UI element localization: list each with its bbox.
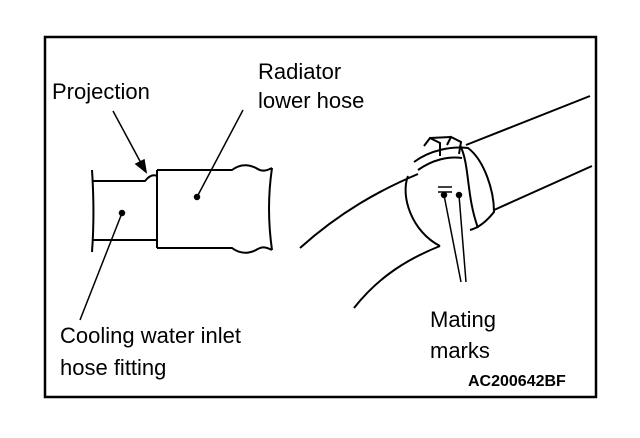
mating-marks-label-line1: Mating (430, 307, 497, 332)
mating-marks-label-line2: marks (430, 338, 490, 363)
projection-leader (112, 110, 148, 174)
inlet-fitting-label-line1: Cooling water inlet (60, 323, 241, 348)
hose-clamp (413, 135, 496, 231)
inlet-fitting-label-line2: hose fitting (60, 355, 167, 380)
radiator-lower-hose (156, 164, 273, 254)
radiator-lower-hose-label-line2: lower hose (258, 88, 365, 113)
radiator-lower-hose-label-line1: Radiator (258, 59, 342, 84)
clamped-hose (299, 95, 593, 309)
inlet-hose-fitting-pipe (91, 169, 158, 253)
mating-marks-leaders (438, 186, 467, 283)
figure-border (43, 35, 598, 399)
projection-label: Projection (52, 79, 150, 104)
figure-code: AC200642BF (468, 373, 566, 390)
leader-lines (79, 109, 244, 321)
